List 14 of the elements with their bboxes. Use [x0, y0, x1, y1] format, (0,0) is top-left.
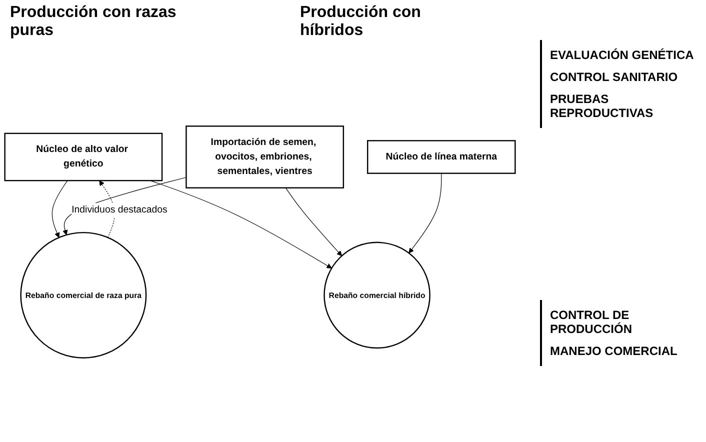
bracket-note: CONTROL SANITARIO [550, 70, 679, 84]
bracket-note: EVALUACIÓN GENÉTICA [550, 48, 695, 62]
column-heading: Producción con razas puras [10, 4, 178, 40]
arrow [52, 180, 68, 238]
node-box: Importación de semen, ovocitos, embriones, sementales, vientres [186, 126, 344, 188]
bracket-note: PRUEBAS REPRODUCTIVAS [550, 92, 654, 120]
bracket-note: CONTROL DE PRODUCCIÓN [550, 308, 634, 336]
node-box: Núcleo de línea materna [367, 140, 516, 174]
edge-label: Individuos destacados [72, 204, 168, 216]
arrow [285, 188, 342, 256]
column-heading: Producción con híbridos [300, 4, 422, 40]
bracket-note: MANEJO COMERCIAL [550, 344, 678, 358]
arrow [408, 173, 442, 254]
node-box: Núcleo de alto valor genético [4, 132, 163, 182]
